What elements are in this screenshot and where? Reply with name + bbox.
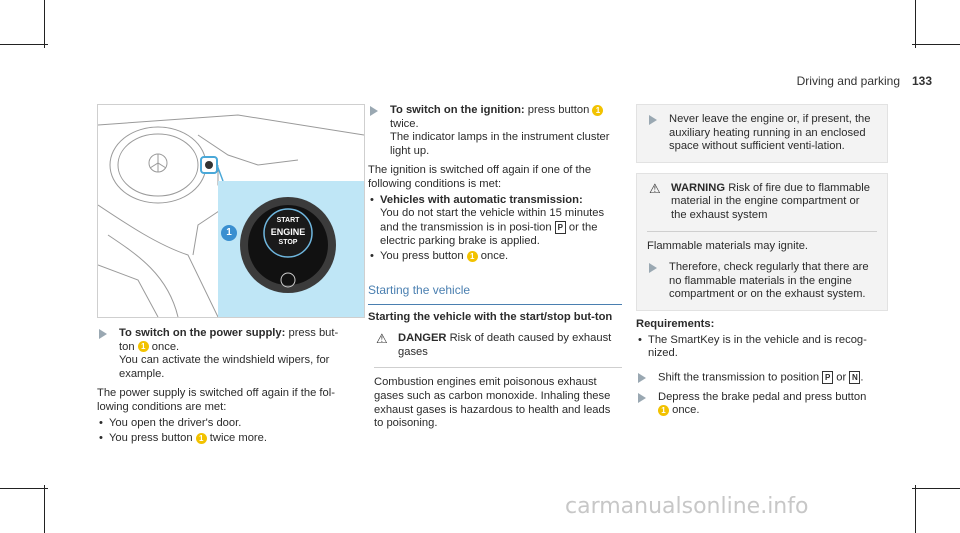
warning-header: ⚠ WARNING Risk of fire due to flammable … <box>649 180 870 221</box>
step-box-ventilation: Never leave the engine or, if present, t… <box>636 104 888 163</box>
figure-callout: 1 <box>226 227 232 238</box>
button-label-engine: ENGINE <box>270 227 306 237</box>
crop-mark <box>912 44 960 45</box>
gear-p-icon: P <box>822 370 834 384</box>
step-power-supply: To switch on the power supply: press but… <box>97 327 355 381</box>
crop-mark <box>44 485 45 533</box>
gear-p-icon: P <box>554 220 566 234</box>
bullet-list: You open the driver's door. You press bu… <box>97 417 355 446</box>
bullet-list: The SmartKey is in the vehicle and is re… <box>636 334 888 361</box>
para-ignition-off: The ignition is switched off again if on… <box>368 164 592 190</box>
button-label-stop: STOP <box>278 239 298 246</box>
step-shift: Shift the transmission to position P or … <box>636 370 888 385</box>
step-ventilation: Never leave the engine or, if present, t… <box>647 113 877 154</box>
divider <box>374 367 622 369</box>
button-label-start: START <box>276 217 300 224</box>
gear-n-icon: N <box>849 370 861 384</box>
step-ignition: To switch on the ignition: press button … <box>368 104 622 158</box>
callout-icon: 1 <box>592 104 604 116</box>
crop-mark <box>912 488 960 489</box>
column-4: Requirements: The SmartKey is in the veh… <box>636 318 888 424</box>
danger-body: Combustion engines emit poisonous exhaus… <box>374 376 611 430</box>
step-brake: Depress the brake pedal and press button… <box>636 391 888 418</box>
crop-mark <box>915 485 916 533</box>
crop-mark <box>0 488 48 489</box>
step-arrow-icon <box>99 329 107 339</box>
step-check-materials: Therefore, check regularly that there ar… <box>647 261 877 302</box>
danger-box: ⚠ DANGER Risk of death caused by exhaust… <box>368 332 622 431</box>
subsection-heading: Starting the vehicle <box>368 283 622 305</box>
page-number: 133 <box>912 74 933 88</box>
callout-icon: 1 <box>466 250 478 262</box>
callout-icon: 1 <box>137 341 149 353</box>
requirements-title: Requirements: <box>636 318 715 330</box>
section-heading: Starting the vehicle with the start/stop… <box>368 310 613 323</box>
warning-triangle-icon: ⚠ <box>376 331 388 347</box>
bullet-list: Vehicles with automatic transmission:You… <box>368 194 622 264</box>
figure-ignition-button: 1 START ENGINE STOP <box>97 104 365 318</box>
crop-mark <box>44 0 45 48</box>
callout-icon: 1 <box>658 404 669 416</box>
danger-header: ⚠ DANGER Risk of death caused by exhaust… <box>376 331 612 358</box>
dashboard-illustration <box>98 114 364 317</box>
watermark: carmanualsonline.info <box>565 494 809 519</box>
step-arrow-icon <box>649 263 657 274</box>
step-arrow-icon <box>638 372 646 383</box>
callout-icon: 1 <box>195 432 207 444</box>
para-power-off: The power supply is switched off again i… <box>97 387 335 413</box>
column-3: Never leave the engine or, if present, t… <box>636 104 888 311</box>
list-item: You open the driver's door. <box>97 417 355 431</box>
step-arrow-icon <box>370 106 378 116</box>
list-item: You press button 1 twice more. <box>97 432 355 446</box>
warning-box: ⚠ WARNING Risk of fire due to flammable … <box>636 172 888 311</box>
list-item: The SmartKey is in the vehicle and is re… <box>636 334 888 361</box>
list-item: You press button 1 once. <box>368 250 622 264</box>
list-item: Vehicles with automatic transmission:You… <box>368 194 622 249</box>
step-arrow-icon <box>638 392 646 403</box>
warning-triangle-icon: ⚠ <box>649 180 661 196</box>
crop-mark <box>0 44 48 45</box>
crop-mark <box>915 0 916 48</box>
divider <box>647 230 877 232</box>
warning-body: Flammable materials may ignite. <box>647 239 809 252</box>
section-title: Driving and parking <box>796 74 900 88</box>
column-1: To switch on the power supply: press but… <box>97 327 355 448</box>
step-arrow-icon <box>649 115 657 125</box>
column-2: To switch on the ignition: press button … <box>368 104 622 431</box>
